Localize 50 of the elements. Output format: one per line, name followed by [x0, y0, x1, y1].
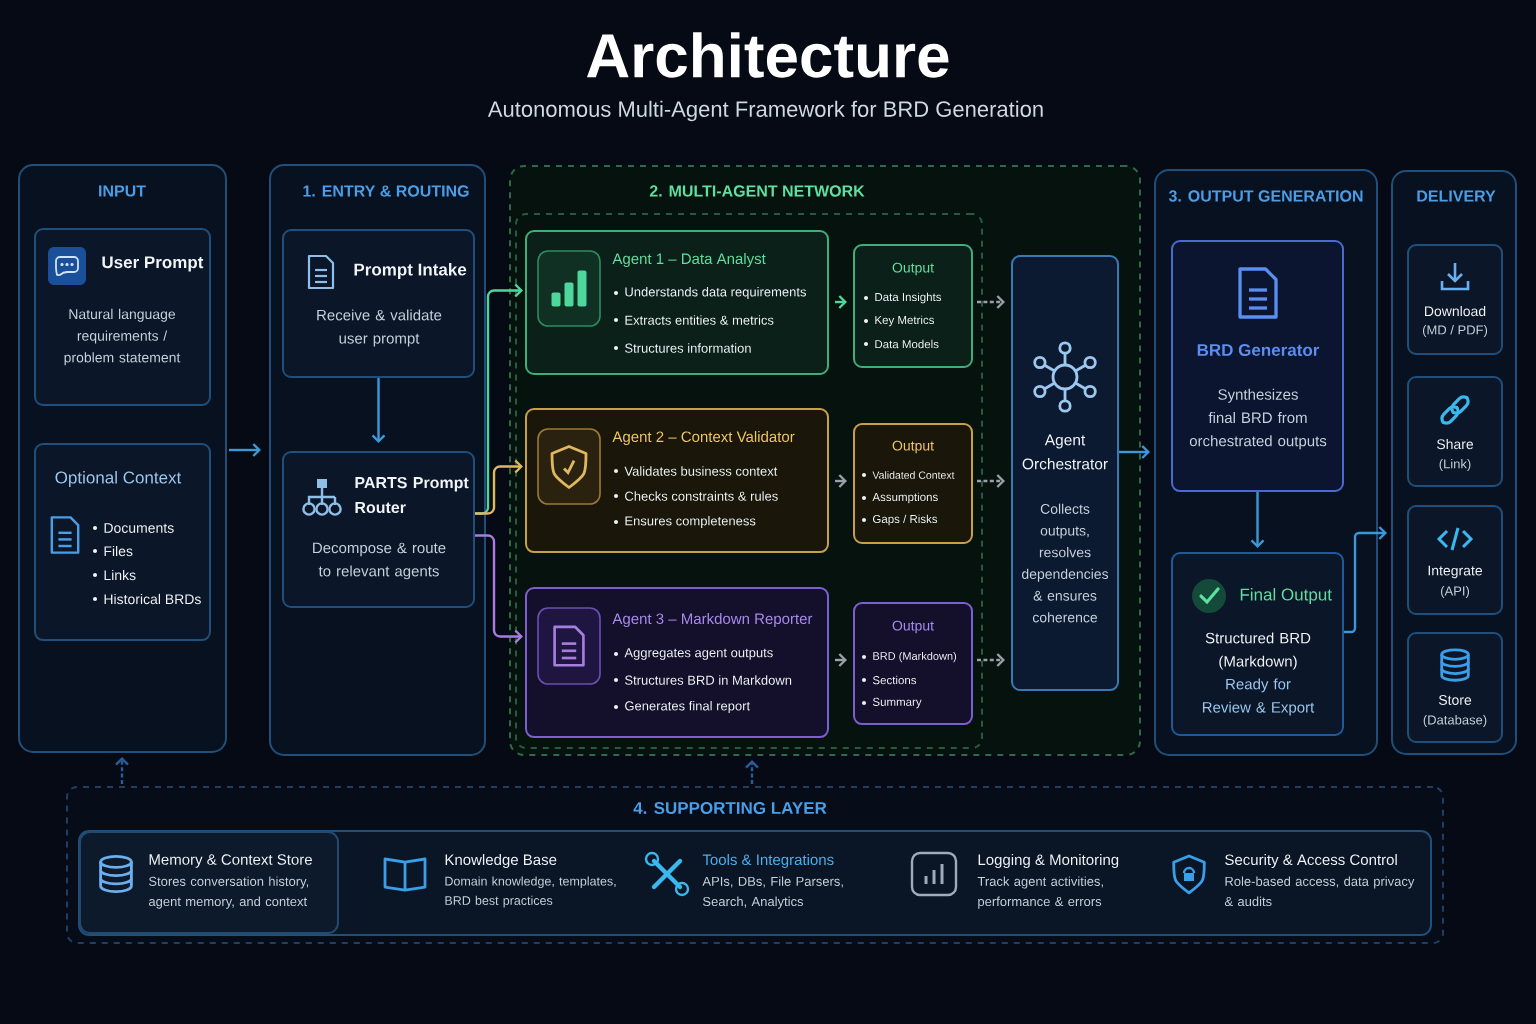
process-box: Final Output Structured BRD (Markdown) Ready for Review & Export — [1171, 552, 1344, 736]
arrow — [977, 474, 1005, 488]
arrow — [977, 653, 1005, 667]
arrow — [745, 760, 759, 784]
arrow — [115, 757, 129, 784]
delivery-card: Share (Link) — [1407, 376, 1503, 487]
subtitle: Autonomous Multi-Agent Framework for BRD Generation — [487, 100, 1043, 122]
process-box: Prompt Intake Receive & validate user prompt — [282, 229, 475, 378]
arrow — [475, 534, 523, 644]
delivery-card: Download (MD / PDF) — [1407, 244, 1503, 355]
delivery-card: Integrate (API) — [1407, 505, 1503, 615]
node-label: Aggregates agent outputs — [624, 648, 773, 660]
arrow — [229, 443, 261, 457]
service-card: Memory & Context Store Stores conversation history, agent memory, and context — [79, 831, 339, 934]
arrow — [1344, 526, 1387, 634]
arrow — [475, 459, 523, 515]
output-box: Output BRD (Markdown) Sections Summary — [853, 602, 973, 725]
process-box: Optional Context Documents Files Links Historical BRDs — [34, 443, 211, 641]
node-label: Validates business context — [624, 466, 778, 476]
node-label: Structures information — [625, 343, 751, 353]
process-box: User Prompt Natural language requirements / problem statement — [34, 228, 211, 406]
node-label: Structures BRD in Markdown — [625, 675, 792, 685]
node-label: Optional Context — [55, 471, 182, 487]
service-item: Tools & Integrations APIs, DBs, File Parsers, Search, Analytics — [702, 854, 843, 909]
arrow — [1119, 445, 1150, 459]
node-label: Extracts entities & metrics — [625, 315, 774, 325]
delivery-card: Store (Database) — [1407, 632, 1503, 743]
node-label: Understands data requirements — [625, 286, 806, 300]
arrow — [977, 295, 1005, 309]
output-box: Output Data Insights Key Metrics Data Models — [853, 244, 973, 368]
node-label: Ensures completeness — [625, 515, 756, 529]
node-label: Checks constraints & rules — [625, 491, 778, 501]
node-label: Agent 1 – Data Analyst — [612, 253, 766, 267]
process-box: PARTS Prompt Router Decompose & route to relevant agents — [282, 451, 475, 608]
node-label: Links — [104, 569, 136, 581]
service-item: Logging & Monitoring Track agent activities, performance & errors — [977, 854, 1119, 909]
node-label: Agent 3 – Markdown Reporter — [612, 613, 813, 627]
node-label: Generates final report — [625, 700, 751, 714]
output-box: Output Validated Context Assumptions Gaps / Risks — [853, 423, 973, 544]
node-label: Documents — [104, 523, 174, 533]
node-label: Agent 2 – Context Validator — [612, 431, 795, 445]
node-label: Historical BRDs — [104, 593, 201, 605]
orchestrator-box: Agent Orchestrator Collects outputs, resolves dependencies & ensures coherence — [1011, 255, 1119, 691]
service-item: Knowledge Base Domain knowledge, templates, BRD best practices — [445, 854, 616, 908]
title: Architecture — [586, 32, 949, 78]
process-box: BRD Generator Synthesizes final BRD from orchestrated outputs — [1171, 240, 1344, 492]
arrow — [1250, 492, 1265, 548]
node-label: Files — [104, 545, 133, 557]
service-item: Security & Access Control Role-based access, data privacy & audits — [1224, 854, 1415, 907]
arrow — [371, 378, 386, 443]
